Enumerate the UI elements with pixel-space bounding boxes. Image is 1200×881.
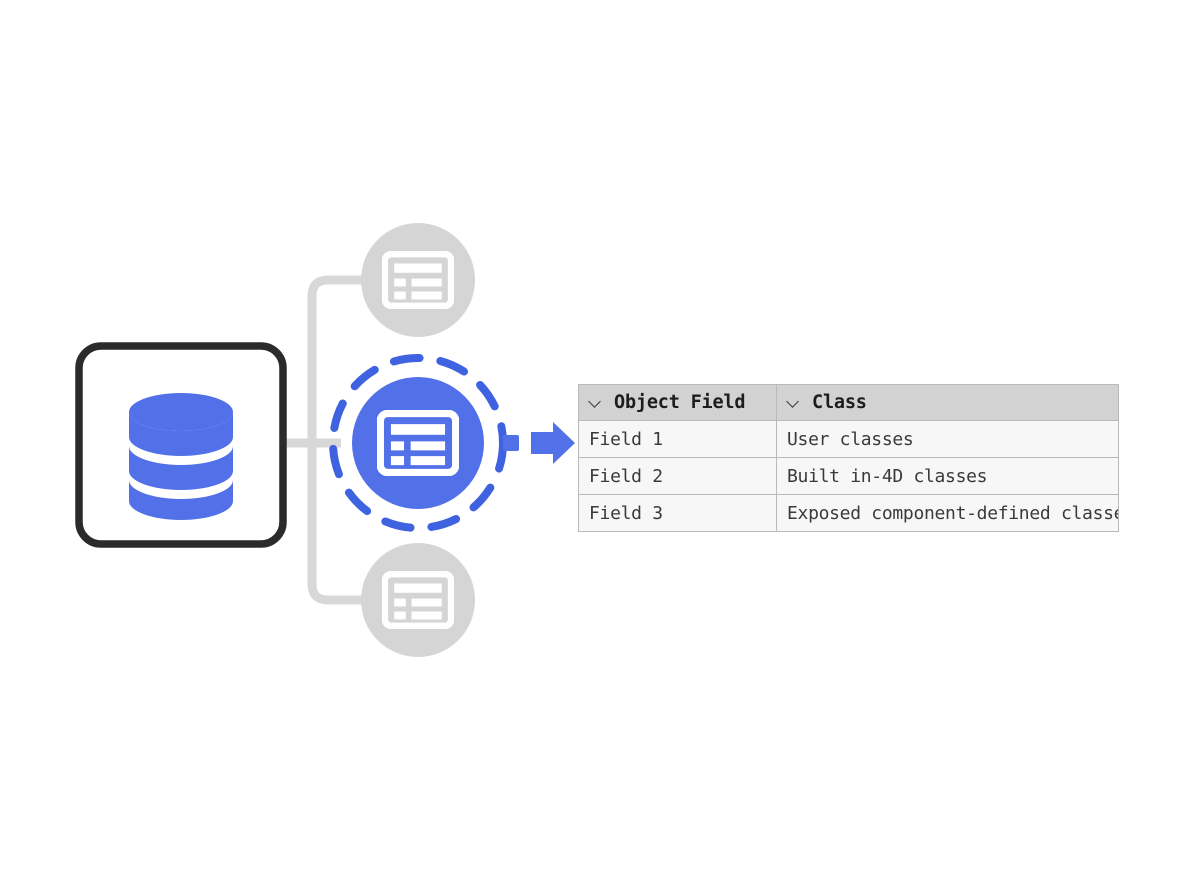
chevron-down-icon[interactable] — [787, 396, 800, 409]
cell-object-field: Field 3 — [578, 494, 777, 532]
column-header-object-field[interactable]: Object Field — [578, 384, 777, 421]
arrow-right-icon — [503, 422, 575, 464]
table-row[interactable]: Field 1 User classes — [578, 420, 1119, 458]
column-header-label: Class — [812, 392, 867, 413]
field-node-bottom[interactable] — [361, 543, 475, 657]
connector-branch-bottom — [307, 438, 377, 605]
object-field-class-table: Object Field Class Field 1 User classes … — [578, 384, 1119, 532]
arrow-stub — [503, 435, 519, 451]
cell-class: Exposed component-defined classes — [776, 494, 1119, 532]
table-header: Object Field Class — [578, 384, 1119, 421]
field-node-top[interactable] — [361, 223, 475, 337]
connector-lines — [283, 275, 377, 605]
column-header-label: Object Field — [614, 392, 746, 413]
arrow-head — [531, 422, 575, 464]
table-row[interactable]: Field 2 Built in-4D classes — [578, 457, 1119, 495]
cell-class: User classes — [776, 420, 1119, 458]
database-cylinder-icon — [129, 393, 233, 520]
table-body: Field 1 User classes Field 2 Built in-4D… — [578, 420, 1119, 532]
cell-class: Built in-4D classes — [776, 457, 1119, 495]
table-row[interactable]: Field 3 Exposed component-defined classe… — [578, 494, 1119, 532]
cell-object-field: Field 1 — [578, 420, 777, 458]
cell-object-field: Field 2 — [578, 457, 777, 495]
chevron-down-icon[interactable] — [589, 396, 602, 409]
table-header-row: Object Field Class — [578, 384, 1119, 421]
field-node-selected[interactable] — [329, 354, 507, 532]
database-node[interactable] — [75, 342, 287, 548]
connector-branch-top — [307, 275, 377, 448]
column-header-class[interactable]: Class — [776, 384, 1119, 421]
